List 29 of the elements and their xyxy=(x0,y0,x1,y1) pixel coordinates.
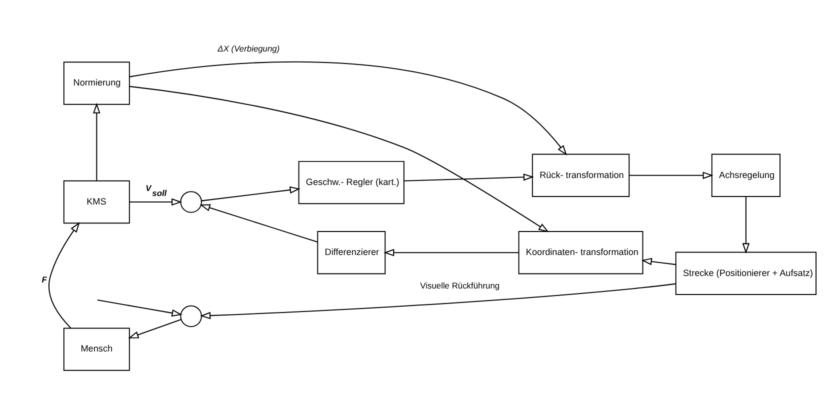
arrow xyxy=(129,86,548,232)
node-box: Koordinaten- transformation xyxy=(518,231,643,274)
edge-label: ΔX (Verbiegung) xyxy=(217,44,280,54)
edge-label: Visuelle Rückführung xyxy=(420,280,500,291)
node-box: Strecke (Positionierer + Aufsatz) xyxy=(674,252,816,295)
arrow xyxy=(640,258,676,266)
arrow xyxy=(129,198,182,206)
arrow xyxy=(383,248,518,256)
node-box: Mensch xyxy=(62,328,130,371)
node-circle xyxy=(180,191,202,213)
node-circle xyxy=(180,305,202,328)
arrow xyxy=(199,204,318,243)
node-box: Normierung xyxy=(62,62,130,105)
arrow xyxy=(628,172,713,180)
node-box: Geschw.- Regler (kart.) xyxy=(298,160,404,204)
arrow xyxy=(96,300,182,317)
arrow xyxy=(128,319,181,338)
arrow xyxy=(200,186,300,202)
node-box: KMS xyxy=(62,180,130,224)
node-box: Rück- transformation xyxy=(531,154,630,197)
node-box: Differenzierer xyxy=(316,231,386,274)
arrow xyxy=(404,173,534,182)
arrow xyxy=(200,283,676,320)
arrow xyxy=(92,102,100,181)
arrow xyxy=(48,222,80,328)
arrow xyxy=(742,196,750,254)
arrow xyxy=(128,61,567,156)
node-box: Achsregelung xyxy=(710,154,780,197)
edge-label: F xyxy=(41,274,46,285)
